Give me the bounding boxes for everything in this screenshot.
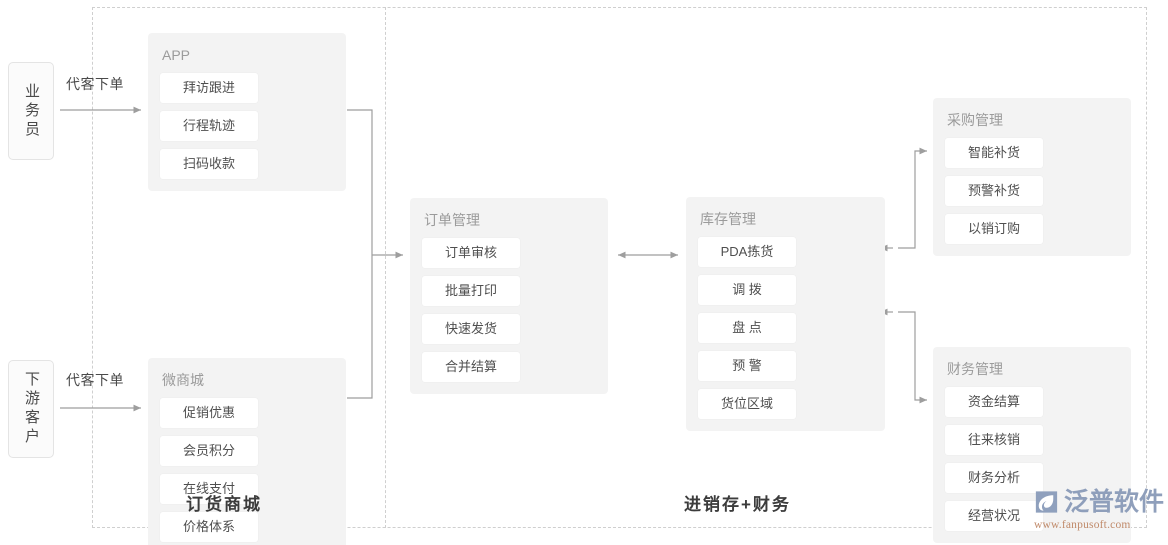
chip-group-app: 拜访跟进 行程轨迹 扫码收款 [160, 73, 334, 179]
chip-finance-operating-status[interactable]: 经营状况 [945, 501, 1043, 531]
swoosh-logo-icon [1035, 491, 1058, 513]
panel-order-management[interactable]: 订单管理 订单审核 批量打印 快速发货 合并结算 [410, 198, 608, 394]
watermark-brand-row: 泛普软件 [1032, 487, 1164, 517]
chip-stock-alert[interactable]: 预 警 [698, 351, 796, 381]
panel-purchase-management[interactable]: 采购管理 智能补货 预警补货 以销订购 [933, 98, 1131, 256]
panel-micro-mall[interactable]: 微商城 促销优惠 会员积分 在线支付 价格体系 [148, 358, 346, 545]
chip-app-scan-payment[interactable]: 扫码收款 [160, 149, 258, 179]
chip-finance-fund-settlement[interactable]: 资金结算 [945, 387, 1043, 417]
section-caption-erp-finance: 进销存+财务 [684, 495, 791, 514]
chip-finance-ar-ap-writeoff[interactable]: 往来核销 [945, 425, 1043, 455]
chip-order-merge-settle[interactable]: 合并结算 [422, 352, 520, 382]
chip-group-inventory-management: PDA拣货 调 拨 盘 点 预 警 货位区域 [698, 237, 873, 419]
chip-purchase-sales-driven[interactable]: 以销订购 [945, 214, 1043, 244]
panel-title-inventory-management: 库存管理 [700, 211, 756, 227]
chip-purchase-alert-replenish[interactable]: 预警补货 [945, 176, 1043, 206]
chip-group-finance-management: 资金结算 往来核销 财务分析 经营状况 [945, 387, 1119, 531]
panel-app[interactable]: APP 拜访跟进 行程轨迹 扫码收款 [148, 33, 346, 191]
panel-title-purchase-management: 采购管理 [947, 112, 1003, 128]
arrow-label-staff-proxy-order: 代客下单 [66, 76, 124, 92]
chip-mall-member-points[interactable]: 会员积分 [160, 436, 258, 466]
chip-stock-bin-zone[interactable]: 货位区域 [698, 389, 796, 419]
chip-app-route-track[interactable]: 行程轨迹 [160, 111, 258, 141]
chip-order-fast-ship[interactable]: 快速发货 [422, 314, 520, 344]
wire-channels-to-order [347, 109, 403, 399]
panel-finance-management[interactable]: 财务管理 资金结算 往来核销 财务分析 经营状况 [933, 347, 1131, 543]
chip-order-batch-print[interactable]: 批量打印 [422, 276, 520, 306]
arrow-label-customer-proxy-order: 代客下单 [66, 372, 124, 388]
panel-title-finance-management: 财务管理 [947, 361, 1003, 377]
chip-mall-online-pay[interactable]: 在线支付 [160, 474, 258, 504]
panel-title-app: APP [162, 47, 191, 63]
actor-label-salesperson: 业务员 [23, 82, 40, 140]
chip-mall-price-system[interactable]: 价格体系 [160, 512, 258, 542]
section-divider-dashed-line [385, 7, 386, 528]
chip-stock-stocktake[interactable]: 盘 点 [698, 313, 796, 343]
chip-group-micro-mall: 促销优惠 会员积分 在线支付 价格体系 [160, 398, 334, 542]
chip-purchase-smart-replenish[interactable]: 智能补货 [945, 138, 1043, 168]
wire-stock-finance-bidirectional [880, 308, 927, 404]
chip-finance-analysis[interactable]: 财务分析 [945, 463, 1043, 493]
watermark-brand-text: 泛普软件 [1063, 488, 1164, 516]
chip-stock-pda-picking[interactable]: PDA拣货 [698, 237, 796, 267]
section-caption-ordering-mall: 订货商城 [186, 495, 262, 514]
chip-group-purchase-management: 智能补货 预警补货 以销订购 [945, 138, 1119, 244]
chip-group-order-management: 订单审核 批量打印 快速发货 合并结算 [422, 238, 596, 382]
chip-app-visit-followup[interactable]: 拜访跟进 [160, 73, 258, 103]
wire-stock-purchase-bidirectional [880, 147, 927, 252]
chip-mall-promotion[interactable]: 促销优惠 [160, 398, 258, 428]
chip-stock-transfer[interactable]: 调 拨 [698, 275, 796, 305]
panel-title-micro-mall: 微商城 [162, 372, 204, 388]
panel-inventory-management[interactable]: 库存管理 PDA拣货 调 拨 盘 点 预 警 货位区域 [686, 197, 885, 431]
watermark-url-text: www.fanpusoft.com [1034, 519, 1131, 531]
actor-box-salesperson[interactable]: 业务员 [8, 62, 54, 160]
actor-box-downstream-customer[interactable]: 下游客户 [8, 360, 54, 458]
actor-label-downstream-customer: 下游客户 [23, 371, 40, 447]
watermark-logo: 泛普软件 www.fanpusoft.com [1032, 487, 1164, 539]
panel-title-order-management: 订单管理 [424, 212, 480, 228]
chip-order-audit[interactable]: 订单审核 [422, 238, 520, 268]
